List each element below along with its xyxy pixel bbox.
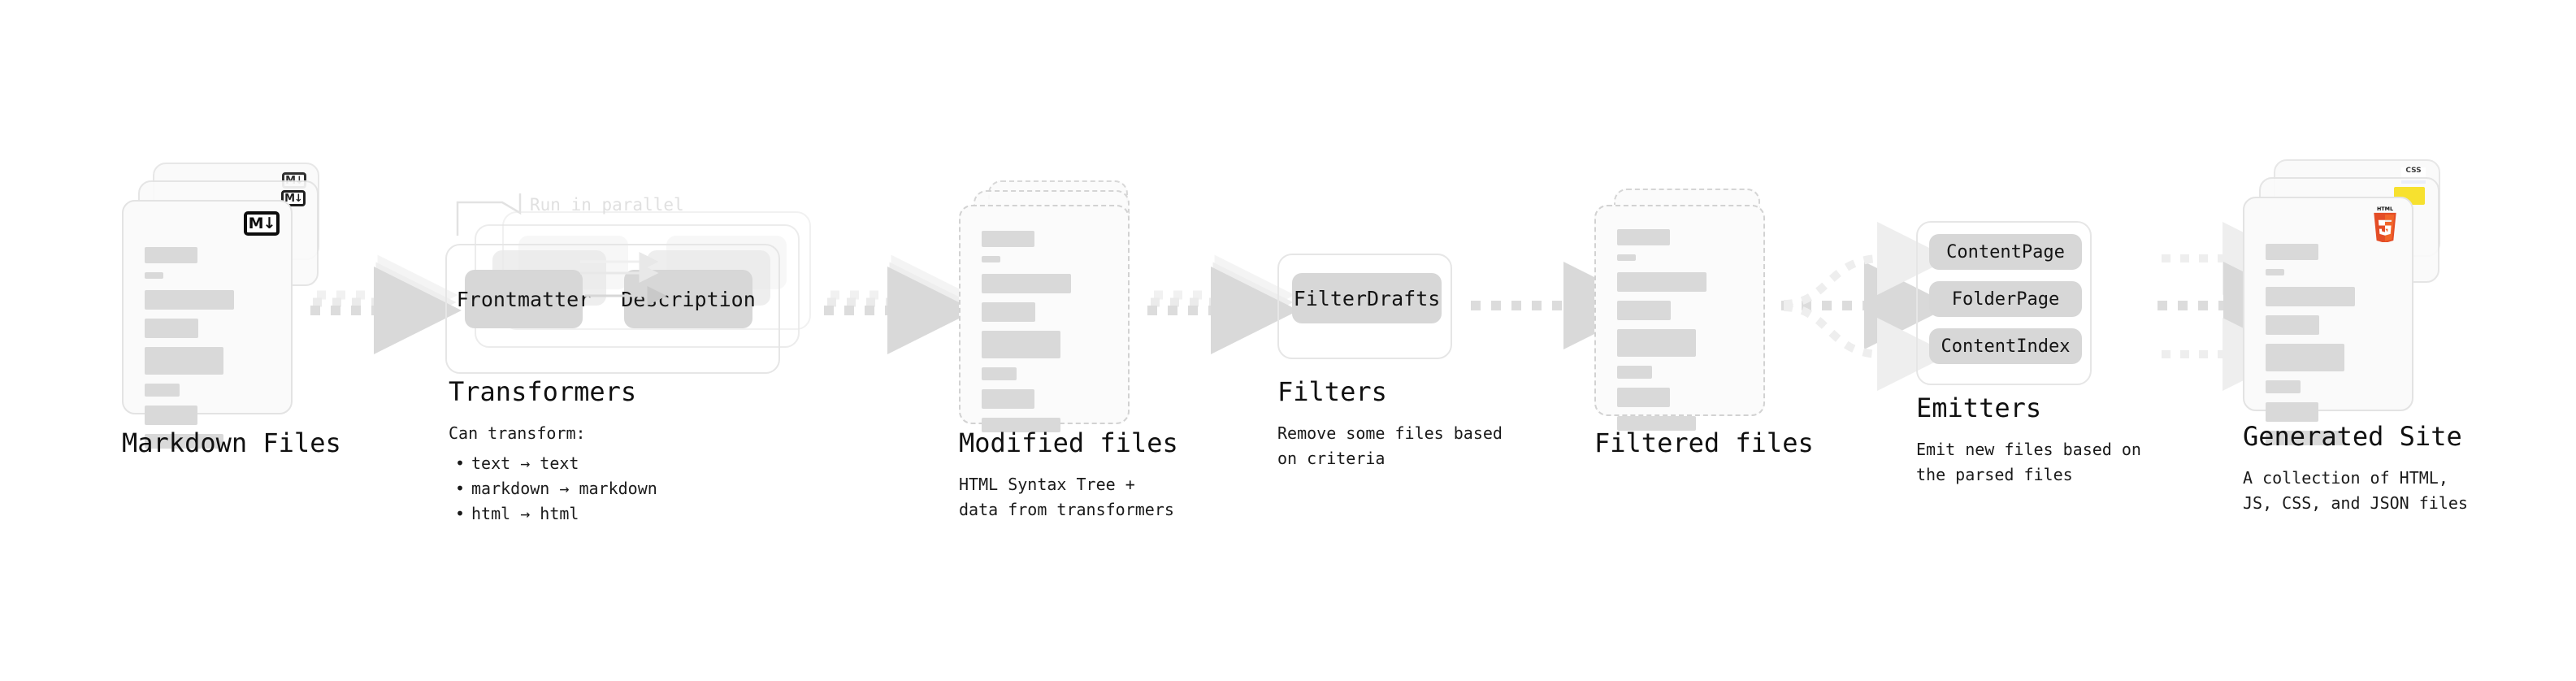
file-content-bars — [982, 231, 1107, 441]
transformers-caption: Transformers Can transform: text → text … — [449, 376, 657, 527]
emitters-chip-folderpage[interactable]: FolderPage — [1929, 281, 2082, 317]
filters-subtitle: Remove some files based on criteria — [1277, 423, 1503, 469]
run-in-parallel-label: Run in parallel — [530, 195, 684, 215]
file-content-bars — [145, 247, 270, 458]
filtered-files-title: Filtered files — [1594, 427, 1814, 458]
markdown-files-stack: M↓ M↓ M↓ — [122, 163, 333, 449]
transformers-title: Transformers — [449, 376, 637, 407]
emitters-caption: Emitters Emit new files based on the par… — [1916, 393, 2141, 488]
transformers-bullet-markdown: markdown → markdown — [449, 476, 657, 501]
transformer-internal-arrows — [580, 252, 667, 306]
generated-site-caption: Generated Site A collection of HTML, JS,… — [2243, 421, 2468, 516]
file-content-bars — [2266, 244, 2391, 454]
filtered-files-stack — [1594, 189, 1798, 431]
emitters-subtitle: Emit new files based on the parsed files — [1916, 440, 2141, 485]
generated-site-card-front: HTML — [2243, 197, 2413, 445]
transformer-group-front[interactable]: Frontmatter Description — [445, 244, 780, 374]
emitters-chip-contentpage[interactable]: ContentPage — [1929, 234, 2082, 270]
svg-text:HTML: HTML — [2377, 206, 2393, 212]
arrow-transformers-to-modified — [824, 254, 975, 354]
emitters-group[interactable]: ContentPage FolderPage ContentIndex — [1916, 221, 2092, 385]
markdown-badge-front: M↓ — [244, 211, 280, 236]
modified-files-title: Modified files — [959, 427, 1178, 458]
transformers-bullet-html: html → html — [449, 501, 657, 527]
html5-icon: HTML — [2370, 206, 2400, 244]
modified-files-stack — [959, 180, 1162, 432]
markdown-badge-mid: M↓ — [281, 190, 306, 206]
transformers-bullet-text: text → text — [449, 451, 657, 476]
filters-caption: Filters Remove some files based on crite… — [1277, 376, 1503, 471]
filtered-files-caption: Filtered files — [1594, 427, 1814, 458]
filters-chip-filterdrafts[interactable]: FilterDrafts — [1292, 273, 1442, 323]
markdown-file-card-front: M↓ — [122, 200, 293, 449]
html5-logo-svg: HTML — [2374, 206, 2396, 244]
filters-group[interactable]: FilterDrafts — [1277, 254, 1452, 359]
modified-files-caption: Modified files HTML Syntax Tree + data f… — [959, 427, 1178, 523]
markdown-files-caption: Markdown Files — [122, 427, 341, 458]
transformers-bullet-list: text → text markdown → markdown html → h… — [449, 451, 657, 527]
filtered-file-card-front — [1594, 205, 1765, 431]
modified-file-card-front — [959, 205, 1130, 432]
arrow-emitters-to-site — [2158, 222, 2311, 391]
transformers-stack: Frontmatter Description — [445, 211, 827, 374]
emitters-chip-contentindex[interactable]: ContentIndex — [1929, 328, 2082, 364]
filters-stack: FilterDrafts — [1277, 254, 1464, 359]
transformers-subtitle: Can transform: — [449, 423, 586, 444]
emitters-stack: ContentPage FolderPage ContentIndex — [1916, 221, 2119, 392]
modified-files-subtitle: HTML Syntax Tree + data from transformer… — [959, 475, 1174, 520]
generated-site-title: Generated Site — [2243, 421, 2462, 452]
emitters-title: Emitters — [1916, 393, 2042, 423]
transformer-chip-frontmatter[interactable]: Frontmatter — [457, 270, 591, 328]
generated-site-subtitle: A collection of HTML, JS, CSS, and JSON … — [2243, 468, 2468, 514]
markdown-files-title: Markdown Files — [122, 427, 341, 458]
filters-title: Filters — [1277, 376, 1387, 407]
generated-site-stack: CSS HTML — [2243, 159, 2454, 445]
file-content-bars — [1617, 229, 1742, 440]
